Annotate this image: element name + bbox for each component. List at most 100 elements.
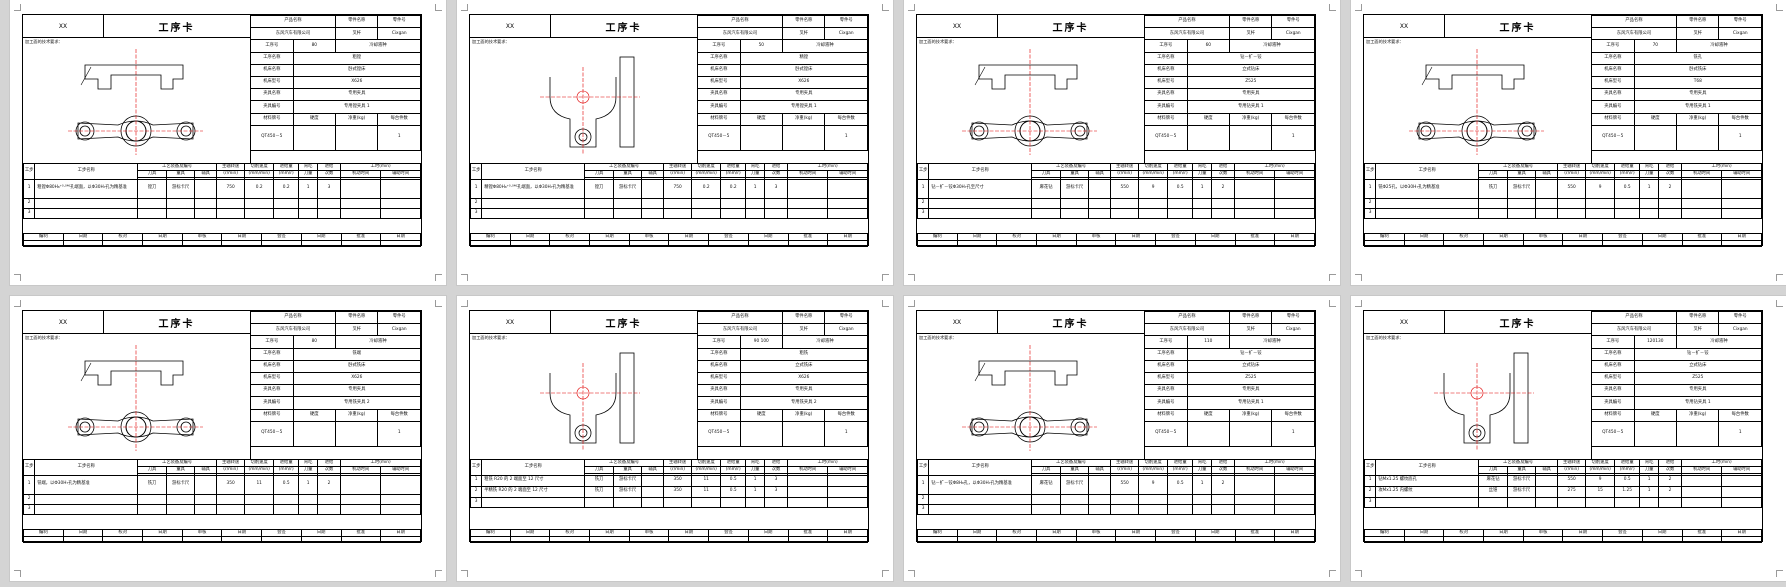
table-row: 机床名称卧式镗床 — [250, 63, 422, 77]
table-cell — [827, 197, 868, 209]
table-cell: 日期 — [747, 233, 789, 241]
column-header: 主轴转速 — [662, 163, 693, 171]
column-header: 工艺装备及编号 — [1478, 459, 1558, 467]
table-row: 夹具编号专用钻夹具 1 — [1591, 396, 1763, 410]
table-cell: 叉杆 — [1228, 27, 1273, 41]
table-cell — [244, 503, 274, 515]
table-cell — [745, 496, 765, 508]
table-cell — [1059, 503, 1090, 515]
table-cell — [1274, 207, 1315, 219]
table-cell: 2 — [22, 197, 36, 209]
table-cell — [215, 493, 246, 505]
table-cell: 夹具名称 — [250, 384, 294, 398]
table-cell: 钻－扩－铰 — [1186, 347, 1316, 361]
column-header: 机动时间 — [1234, 170, 1276, 178]
table-cell: 东风汽车有限公司 — [1590, 323, 1678, 337]
table-cell: 零件号 — [377, 14, 421, 29]
table-cell: 编制 — [917, 233, 958, 241]
table-cell — [1210, 503, 1236, 515]
table-cell: 日期 — [509, 529, 551, 537]
table-cell: 日期 — [380, 529, 421, 537]
table-cell — [1375, 207, 1480, 219]
column-header: (r/min) — [1109, 170, 1140, 178]
table-cell — [272, 493, 300, 505]
table-row: 产品名称零件名称零件号 — [1144, 310, 1315, 325]
table-cell: 钻Mx1.25 螺纹底孔 — [1375, 474, 1480, 487]
column-header: (r/min) — [1556, 466, 1587, 474]
table-cell — [1483, 240, 1524, 247]
table-cell: 专用夹具 — [739, 88, 869, 102]
drawing-note: 加工面的技术要求： — [472, 39, 510, 44]
table-cell: 会签 — [708, 233, 749, 241]
table-cell — [719, 207, 747, 219]
table-cell — [194, 503, 217, 515]
table-cell: 专用铣夹具 2 — [739, 396, 869, 410]
table-cell: 硬度 — [1186, 408, 1230, 422]
table-cell: 游标卡尺 — [1506, 474, 1537, 487]
table-cell: 净重(kg) — [1228, 408, 1273, 422]
column-header: 背吃 — [745, 163, 765, 171]
table-cell — [1639, 207, 1659, 219]
table-cell: 夹具名称 — [1144, 88, 1188, 102]
table-cell: 9 — [1138, 474, 1168, 495]
table-cell — [1166, 503, 1194, 515]
table-cell — [181, 536, 223, 543]
signature-table: 编制日期校对日期审核日期会签日期批准日期 — [917, 233, 1315, 247]
table-row: 3 — [1363, 496, 1762, 508]
table-cell — [1088, 474, 1111, 495]
table-cell: 铣端，以Φ30H₇孔为精基准 — [34, 474, 139, 495]
table-cell — [340, 197, 382, 209]
table-cell — [1522, 536, 1564, 543]
table-cell — [1155, 240, 1196, 247]
table-cell — [1088, 493, 1111, 505]
crop-mark — [882, 274, 889, 281]
column-header: (mm/r) — [719, 170, 747, 178]
table-cell: 1 — [745, 474, 765, 487]
table-cell: 日期 — [221, 529, 263, 537]
table-cell — [1721, 197, 1762, 209]
table-cell: 净重(kg) — [781, 408, 826, 422]
table-cell — [928, 207, 1033, 219]
table-cell: 会签 — [1602, 529, 1643, 537]
company-code: XX — [1364, 311, 1445, 334]
table-cell — [1657, 496, 1683, 508]
table-cell — [165, 207, 196, 219]
table-row: 夹具编号专用镗夹具 1 — [250, 100, 422, 114]
drawing-note: 加工面的技术要求： — [1366, 335, 1404, 340]
table-cell: 硬度 — [292, 112, 336, 126]
crop-mark — [1355, 300, 1362, 307]
column-header: 刀量 — [1192, 466, 1212, 474]
table-row — [1364, 536, 1762, 543]
table-cell: 550 — [1109, 178, 1140, 199]
table-cell: 日期 — [589, 233, 630, 241]
table-header-row: 刀具量具辅具(r/min)(mm/min)(mm/r)刀量次数机动时间辅助时间 — [471, 170, 868, 178]
table-cell: 日期 — [1274, 529, 1315, 537]
column-header: 进给 — [1657, 459, 1683, 467]
drawing-stroke — [576, 386, 590, 400]
table-cell: 审核 — [1522, 529, 1564, 537]
table-cell — [1613, 197, 1641, 209]
table-cell: 零件名称 — [781, 14, 826, 29]
table-cell: 0.2 — [244, 178, 274, 199]
table-cell — [1681, 474, 1723, 487]
table-cell: 东风汽车有限公司 — [1144, 323, 1230, 337]
table-cell: 会签 — [261, 529, 302, 537]
table-row: 产品名称零件名称零件号 — [1591, 14, 1762, 29]
column-header: 辅具 — [1088, 466, 1111, 474]
table-row: 材料牌号硬度净重(kg)每台件数 — [1144, 112, 1315, 126]
table-cell: 铣刀 — [1478, 178, 1508, 199]
table-cell — [787, 496, 829, 508]
table-cell: 日期 — [1115, 233, 1157, 241]
table-cell: 硬度 — [739, 408, 784, 422]
table-cell: 机床名称 — [1591, 63, 1635, 77]
table-cell: 零件号 — [824, 310, 868, 325]
column-header: (mm/r) — [272, 466, 300, 474]
table-cell: 东风汽车有限公司 — [250, 323, 336, 337]
table-row: 工序名称精镗 — [697, 51, 869, 65]
